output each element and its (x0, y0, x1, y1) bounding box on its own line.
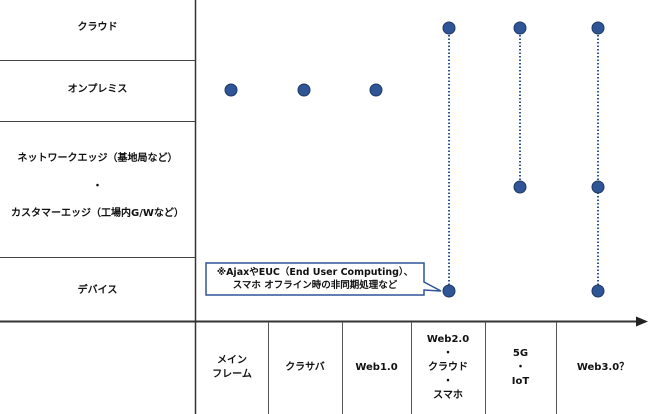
data-point (591, 180, 605, 194)
row-label-separator: ・ (92, 181, 103, 192)
data-point (442, 284, 456, 298)
data-point (513, 21, 527, 35)
data-point (513, 180, 527, 194)
data-point (591, 21, 605, 35)
era-mainframe: メイン フレーム (212, 355, 252, 380)
era-web3: Web3.0？ (576, 362, 630, 373)
row-label-cloud: クラウド (77, 22, 118, 33)
data-point (442, 21, 456, 35)
era-web1: Web1.0 (355, 362, 398, 373)
row-label-customer-edge: カスタマーエッジ（工場内G/Wなど） (11, 208, 184, 219)
era-client-server: クラサバ (285, 362, 325, 373)
data-point (591, 284, 605, 298)
era-web2: Web2.0 ・ クラウド ・ スマホ (426, 334, 470, 401)
callout-text: ※AjaxやEUC（End User Computing）、 スマホ オフライン… (216, 267, 414, 291)
row-label-device: デバイス (77, 285, 118, 296)
callout-box (205, 262, 442, 296)
data-point (369, 83, 383, 97)
era-5g-iot: 5G ・ IoT (511, 348, 530, 387)
time-axis-arrow-icon (636, 316, 648, 327)
data-point (297, 83, 311, 97)
row-label-onpremise: オンプレミス (67, 84, 128, 95)
row-label-network-edge: ネットワークエッジ（基地局など） (17, 153, 178, 164)
data-point (224, 83, 238, 97)
